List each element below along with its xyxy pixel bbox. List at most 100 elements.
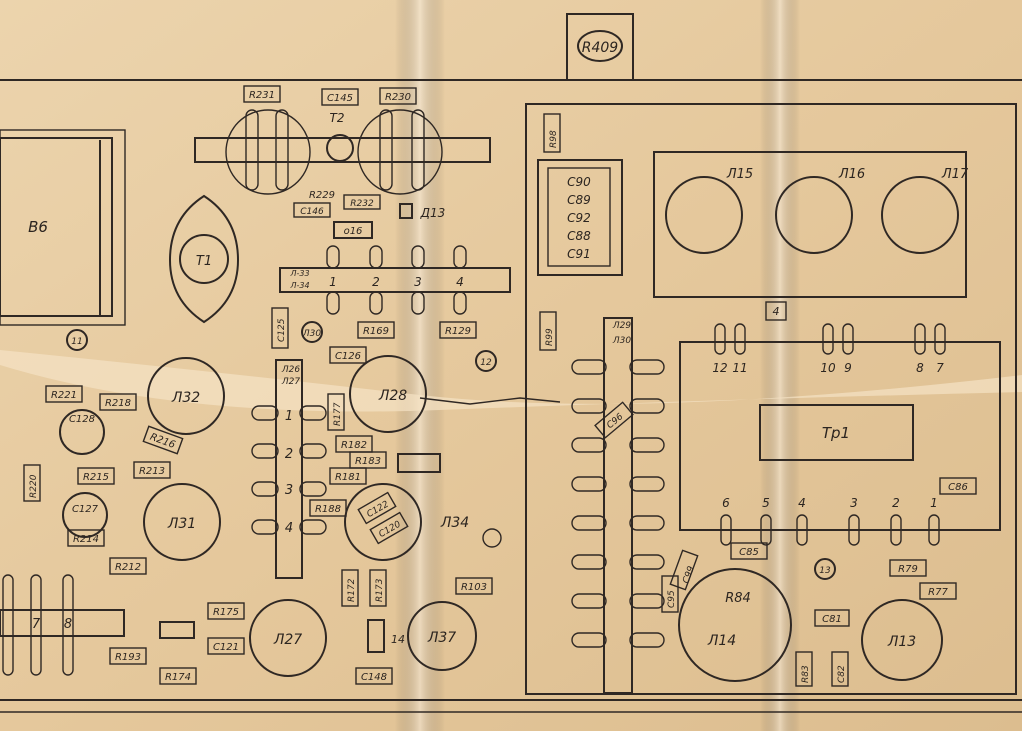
- solder-lug: [453, 291, 467, 315]
- tr1-label: Tр1: [822, 424, 850, 442]
- solder-lug: [2, 574, 14, 676]
- r175-box: [207, 602, 245, 620]
- r231-box: [243, 85, 281, 103]
- r229-label: R229: [309, 190, 335, 201]
- solder-lug: [299, 519, 327, 535]
- solder-lug: [934, 323, 946, 355]
- c89-label: C89: [567, 193, 591, 207]
- solder-lug: [411, 109, 425, 191]
- r218-box: [99, 393, 137, 411]
- l37-tube: [407, 601, 477, 671]
- l34-tube-label: Л34: [440, 515, 469, 531]
- solder-lug: [411, 291, 425, 315]
- pin-11-label: 11: [71, 337, 82, 347]
- c85-label: C85: [739, 547, 759, 558]
- l16-socket: [775, 176, 853, 254]
- solder-lug: [299, 481, 327, 497]
- solder-lug: [629, 476, 665, 492]
- strip-terminal-1: 1: [329, 275, 337, 289]
- solder-lugs: [2, 109, 946, 676]
- solder-lug: [571, 515, 607, 531]
- t2-mounting-strip: [194, 137, 491, 163]
- c128-label: C128: [69, 414, 95, 425]
- l30b-label: Л30: [612, 336, 631, 346]
- tr1-terminal-6: 6: [722, 496, 730, 510]
- small-cap-part: [367, 619, 385, 653]
- fuse-holder: [397, 453, 441, 473]
- r98-box: [543, 113, 561, 153]
- c146-box: [293, 202, 331, 218]
- c146-label: C146: [300, 207, 324, 217]
- pin-13: [814, 558, 836, 580]
- c148-box: [355, 667, 393, 685]
- solder-lug: [629, 398, 665, 414]
- r99-box: [539, 311, 557, 351]
- r231-label: R231: [249, 90, 275, 101]
- r215-box: [77, 467, 115, 485]
- solder-lug: [629, 593, 665, 609]
- r83-label: R83: [801, 665, 811, 683]
- box-4: [765, 301, 787, 321]
- solder-lug: [822, 323, 834, 355]
- c99-box: [669, 549, 699, 591]
- strip-terminal-7: 7: [32, 617, 41, 632]
- r230-box: [379, 87, 417, 105]
- solder-lug: [251, 443, 279, 459]
- r182-label: R182: [341, 440, 367, 451]
- c125-label: C125: [277, 318, 287, 342]
- l13-label: Л13: [887, 634, 916, 650]
- solder-lug: [369, 245, 383, 269]
- t2-label: T2: [330, 111, 345, 125]
- r214-box: [67, 529, 105, 547]
- tube-panel: [653, 151, 967, 298]
- b6-frame: [0, 129, 126, 326]
- tr1-pin-7: 7: [936, 361, 944, 375]
- solder-lug: [629, 632, 665, 648]
- t1-label: T1: [196, 254, 212, 269]
- tr1-pin-12: 12: [712, 361, 727, 375]
- l34-tube: [344, 483, 422, 561]
- solder-lug: [842, 323, 854, 355]
- solder-lug: [629, 554, 665, 570]
- pin-13-label: 13: [819, 566, 831, 576]
- strip-middle-3: 3: [285, 483, 293, 498]
- r181-box: [329, 467, 367, 485]
- l27-label: Л27: [281, 377, 300, 387]
- r232-label: R232: [350, 199, 374, 209]
- pin-12-label: 12: [480, 358, 492, 368]
- l13-tube: [861, 599, 943, 681]
- strip-terminal-3: 3: [414, 275, 422, 289]
- l30-label: Л30: [302, 329, 321, 339]
- r77-label: R77: [928, 587, 948, 598]
- r193-label: R193: [115, 652, 141, 663]
- r181-label: R181: [335, 472, 361, 483]
- r193-box: [109, 647, 147, 665]
- l31-label: Л31: [167, 516, 196, 532]
- strip-terminal-8: 8: [64, 617, 72, 632]
- solder-lug: [720, 514, 732, 546]
- r175-label: R175: [213, 607, 239, 618]
- solder-lug: [760, 514, 772, 546]
- solder-lug: [629, 515, 665, 531]
- tr1-terminal-1: 1: [930, 496, 938, 510]
- solder-lug: [30, 574, 42, 676]
- c88-label: C88: [567, 229, 591, 243]
- l27-tube: [249, 599, 327, 677]
- r409-label: R409: [582, 40, 619, 56]
- solder-lug: [796, 514, 808, 546]
- solder-lug: [914, 323, 926, 355]
- terminal-strip-top: [279, 267, 511, 293]
- r103-box: [455, 577, 493, 595]
- l26-label: Л26: [281, 365, 300, 375]
- c82-box: [831, 651, 849, 687]
- fuse-part: [159, 621, 195, 639]
- r174-label: R174: [165, 672, 191, 683]
- c127-label: C127: [72, 504, 99, 515]
- c91-label: C91: [567, 247, 591, 261]
- l30-ring: [301, 321, 323, 343]
- solder-lug: [453, 245, 467, 269]
- r213-box: [133, 461, 171, 479]
- solder-lug: [714, 323, 726, 355]
- r221-box: [45, 385, 83, 403]
